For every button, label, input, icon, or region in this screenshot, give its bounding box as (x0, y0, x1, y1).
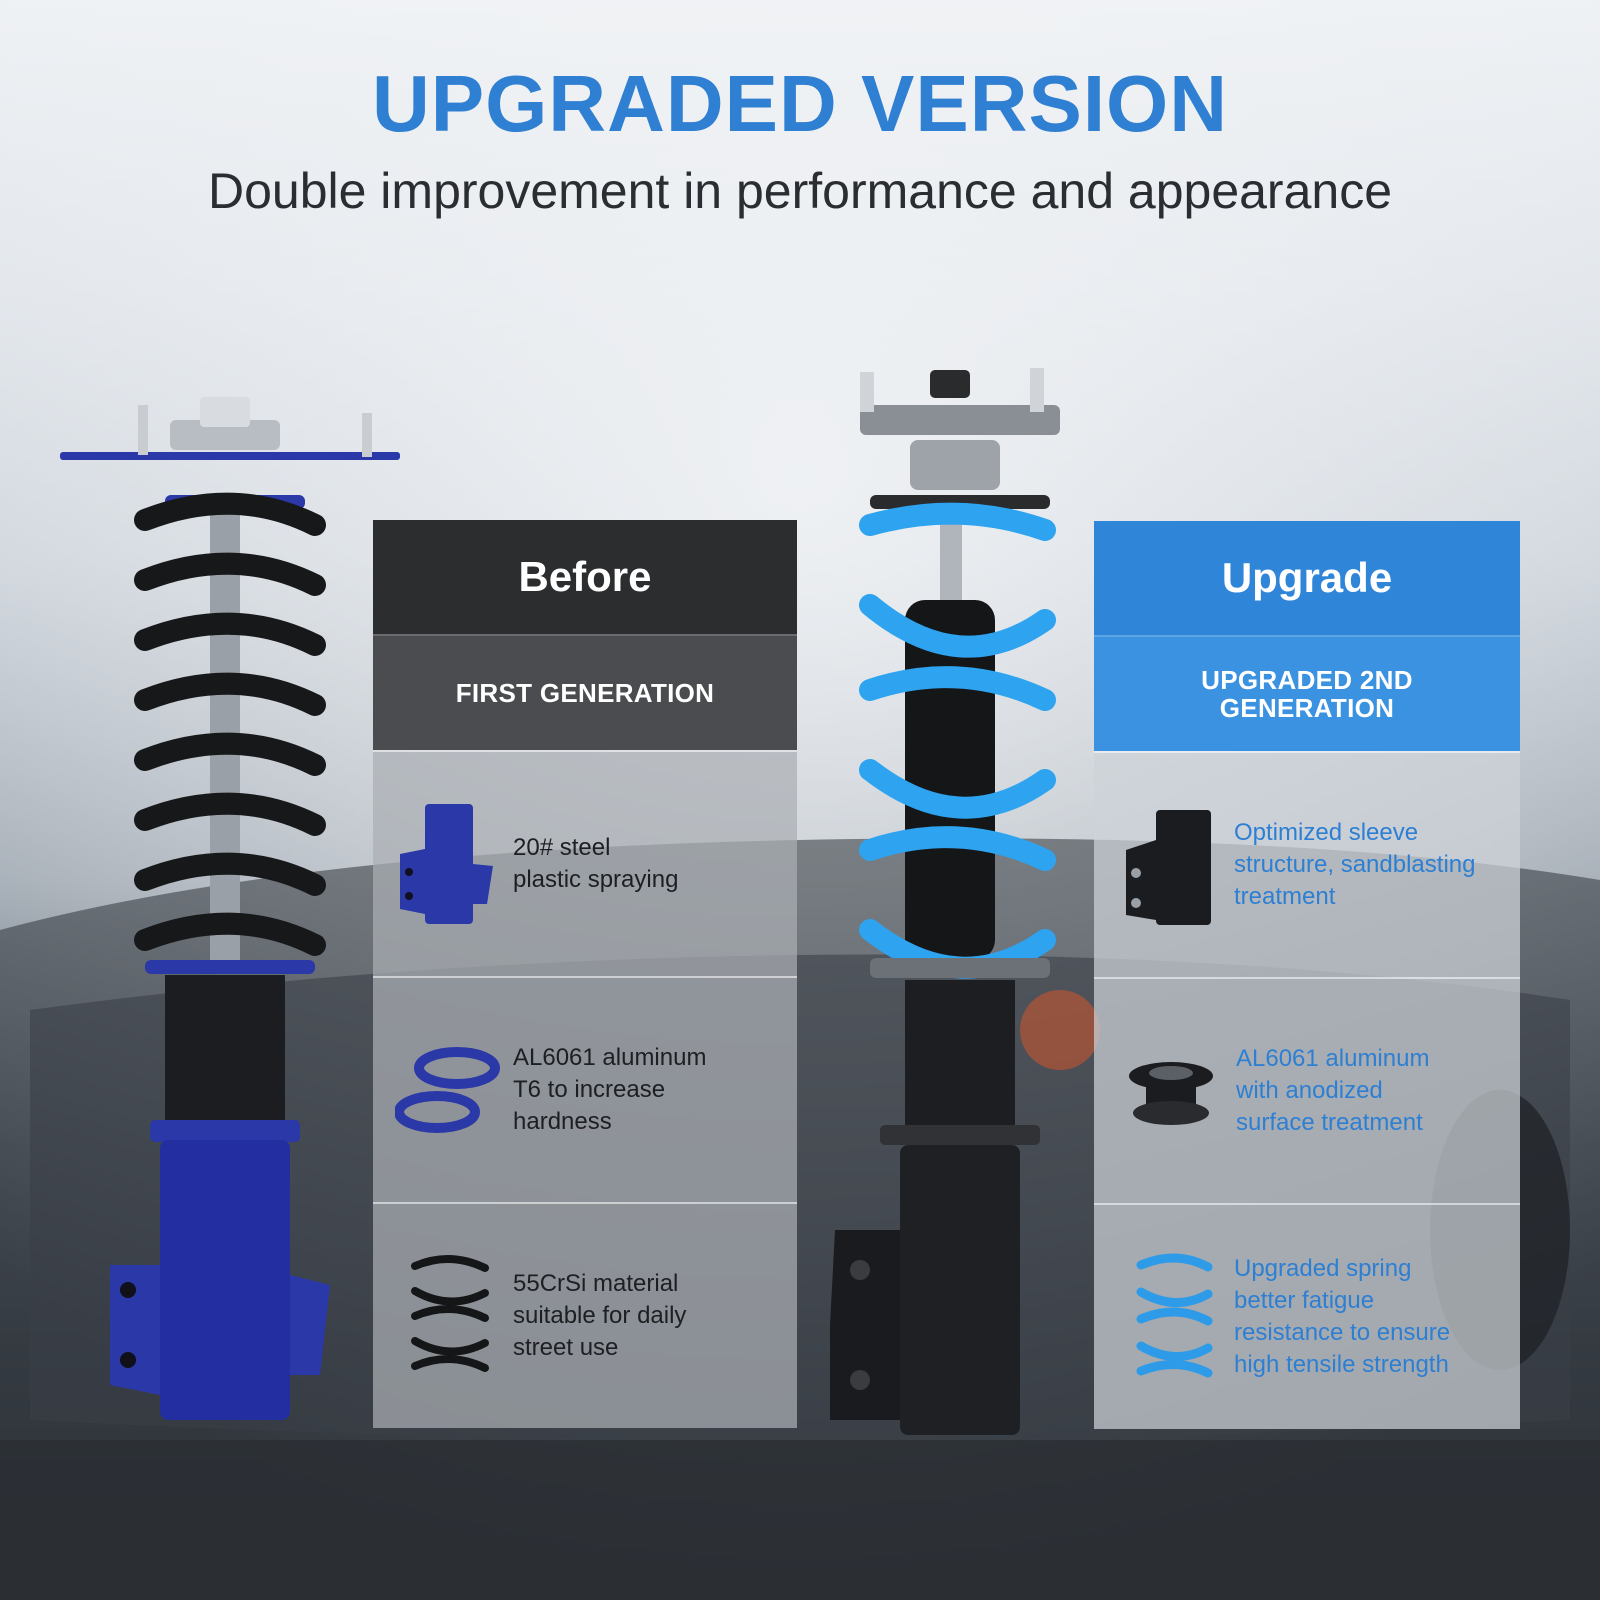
feature-text-line: Optimized sleeve (1234, 819, 1419, 846)
coil-spring-icon (1136, 1253, 1213, 1378)
upgrade-feature-row: Optimized sleeve structure, sandblasting… (1094, 751, 1520, 977)
feature-text-line: plastic spraying (513, 866, 679, 893)
upgrade-feature-row: Upgraded spring better fatigue resistanc… (1094, 1203, 1520, 1429)
feature-text-line: treatment (1234, 883, 1336, 910)
first-gen-coilover-image (60, 397, 400, 1420)
upgraded-coilover-image (830, 368, 1060, 1435)
feature-text-line: better fatigue (1234, 1287, 1375, 1314)
before-subtitle: FIRST GENERATION (373, 634, 797, 750)
page-subtitle: Double improvement in performance and ap… (207, 163, 1393, 219)
feature-text-line: hardness (513, 1108, 612, 1135)
upgrade-title: Upgrade (1094, 521, 1520, 635)
sleeve-icon (1126, 810, 1211, 925)
upgrade-feature-list: Optimized sleeve structure, sandblasting… (1094, 751, 1520, 1429)
feature-text-line: structure, sandblasting (1234, 851, 1476, 878)
before-title: Before (373, 520, 797, 634)
upgrade-panel: Upgrade UPGRADED 2ND GENERATION Optimize… (1094, 521, 1520, 1429)
spring-seat-ring-icon (1129, 1062, 1213, 1125)
feature-text: Optimized sleeve structure, sandblasting… (1234, 817, 1510, 913)
spring-seat-ring-icon (395, 1047, 500, 1133)
before-feature-row: AL6061 aluminum T6 to increase hardness (373, 976, 797, 1202)
feature-text: 20# steel plastic spraying (513, 832, 787, 896)
coil-spring-icon (411, 1254, 489, 1372)
before-panel: Before FIRST GENERATION 20# steel plasti… (373, 520, 797, 1428)
upgrade-feature-row: AL6061 aluminum with anodized surface tr… (1094, 977, 1520, 1203)
feature-text-line: 55CrSi material (513, 1270, 679, 1297)
feature-text: Upgraded spring better fatigue resistanc… (1234, 1253, 1510, 1381)
feature-text-line: 20# steel (513, 834, 611, 861)
feature-text-line: with anodized (1236, 1077, 1383, 1104)
feature-text: AL6061 aluminum T6 to increase hardness (513, 1042, 787, 1138)
feature-text-line: surface treatment (1236, 1109, 1423, 1136)
before-feature-row: 20# steel plastic spraying (373, 750, 797, 976)
feature-text-line: AL6061 aluminum (1236, 1045, 1430, 1072)
feature-text-line: Upgraded spring (1234, 1255, 1412, 1282)
feature-text-line: suitable for daily (513, 1302, 687, 1329)
before-feature-list: 20# steel plastic spraying AL6061 alumin… (373, 750, 797, 1428)
page-title: UPGRADED VERSION (371, 59, 1229, 148)
sleeve-icon (400, 804, 493, 924)
upgrade-subtitle: UPGRADED 2ND GENERATION (1094, 635, 1520, 751)
feature-text-line: street use (513, 1334, 619, 1361)
feature-text-line: high tensile strength (1234, 1351, 1449, 1378)
feature-text-line: AL6061 aluminum (513, 1044, 707, 1071)
feature-text: AL6061 aluminum with anodized surface tr… (1236, 1043, 1510, 1139)
feature-text-line: T6 to increase (513, 1076, 666, 1103)
upgrade-subtitle-line: UPGRADED 2ND (1201, 665, 1413, 695)
feature-text: 55CrSi material suitable for daily stree… (513, 1268, 787, 1364)
upgrade-subtitle-line: GENERATION (1219, 693, 1395, 723)
before-feature-row: 55CrSi material suitable for daily stree… (373, 1202, 797, 1428)
feature-text-line: resistance to ensure (1234, 1319, 1451, 1346)
